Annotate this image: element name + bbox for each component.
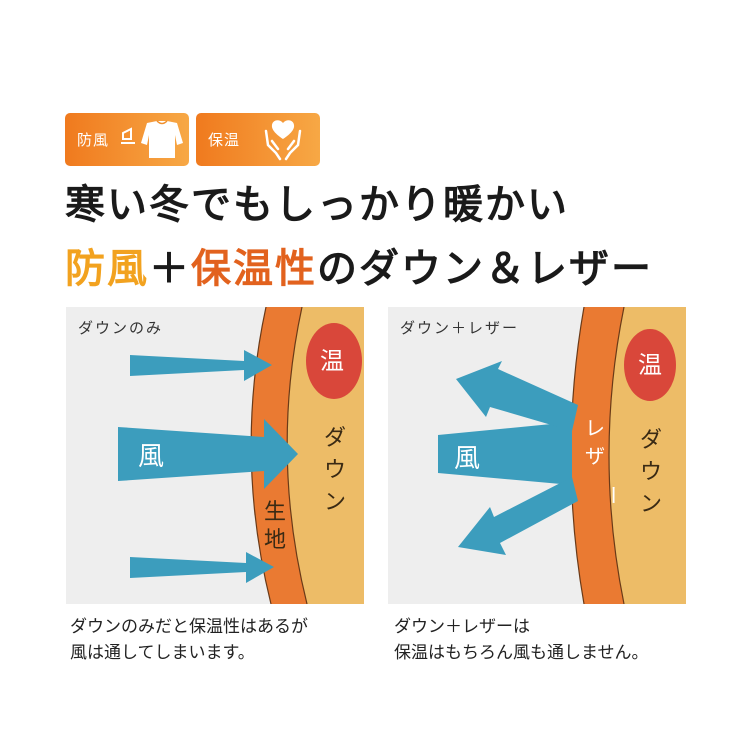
leather-label-3: ー	[601, 485, 625, 505]
down-label-3: ン	[640, 492, 662, 517]
down-only-caption-line-1: ダウンのみだと保温性はあるが	[70, 617, 308, 637]
down-only-diagram-graphic: 温 風 ダ ウ ン 生 地	[118, 307, 364, 604]
down-label-3: ン	[324, 490, 346, 515]
warm-label: 温	[638, 351, 662, 379]
windproof-badge-label: 防風	[77, 131, 110, 149]
warmth-circle	[624, 329, 676, 401]
warmth-badge: 保温	[196, 113, 320, 166]
wind-arrow-deflected-up	[456, 361, 578, 431]
down-leather-caption-line-1: ダウン＋レザーは	[394, 617, 530, 637]
wind-arrow-top	[130, 350, 272, 381]
headline-line-1: 寒い冬でもしっかり暖かい	[65, 182, 569, 228]
leather-label-2: ザ	[585, 444, 605, 468]
warmth-badge-label: 保温	[208, 131, 241, 149]
headline-down-and-leather: のダウン＆レザー	[317, 246, 653, 292]
fabric-label-1: 生	[264, 500, 286, 525]
wind-arrow-bottom	[130, 552, 274, 583]
headline-line-2: 防風＋保温性のダウン＆レザー	[65, 236, 653, 294]
down-only-panel-label: ダウンのみ	[78, 319, 164, 337]
wind-label: 風	[138, 442, 164, 472]
down-only-caption-line-2: 風は通してしまいます。	[70, 643, 255, 663]
headline-plus: ＋	[149, 246, 191, 292]
headline-heat-retention: 保温性	[191, 246, 317, 292]
down-only-caption: ダウンのみだと保温性はあるが 風は通してしまいます。	[70, 614, 308, 666]
windproof-badge: 防風	[65, 113, 189, 166]
shirt-with-wind-icon	[121, 120, 183, 158]
down-label-1: ダ	[640, 428, 662, 453]
wind-arrow-main	[438, 422, 572, 485]
down-leather-caption-line-2: 保温はもちろん風も通しません。	[394, 643, 649, 663]
fabric-label-2: 地	[264, 528, 286, 553]
down-label-2: ウ	[640, 460, 662, 485]
warm-label: 温	[320, 347, 344, 375]
down-leather-diagram-graphic: 温 風 ダ ウ ン レ ザ ー	[438, 307, 686, 604]
headline-windproof: 防風	[65, 246, 149, 292]
down-leather-panel-label: ダウン＋レザー	[400, 319, 520, 337]
warmth-circle	[306, 323, 362, 399]
wind-arrow-deflected-down	[458, 477, 578, 555]
down-leather-caption: ダウン＋レザーは 保温はもちろん風も通しません。	[394, 614, 649, 666]
hands-holding-heart-icon	[264, 120, 302, 161]
down-label-2: ウ	[324, 458, 346, 483]
down-label-1: ダ	[324, 426, 346, 451]
down-leather-diagram: 温 風 ダ ウ ン レ ザ ー ダウン＋レザー	[388, 307, 686, 604]
wind-label: 風	[454, 444, 480, 474]
down-only-diagram: 温 風 ダ ウ ン 生 地 ダウンのみ	[66, 307, 364, 604]
leather-label-1: レ	[585, 416, 605, 440]
wind-arrow-main	[118, 419, 298, 489]
